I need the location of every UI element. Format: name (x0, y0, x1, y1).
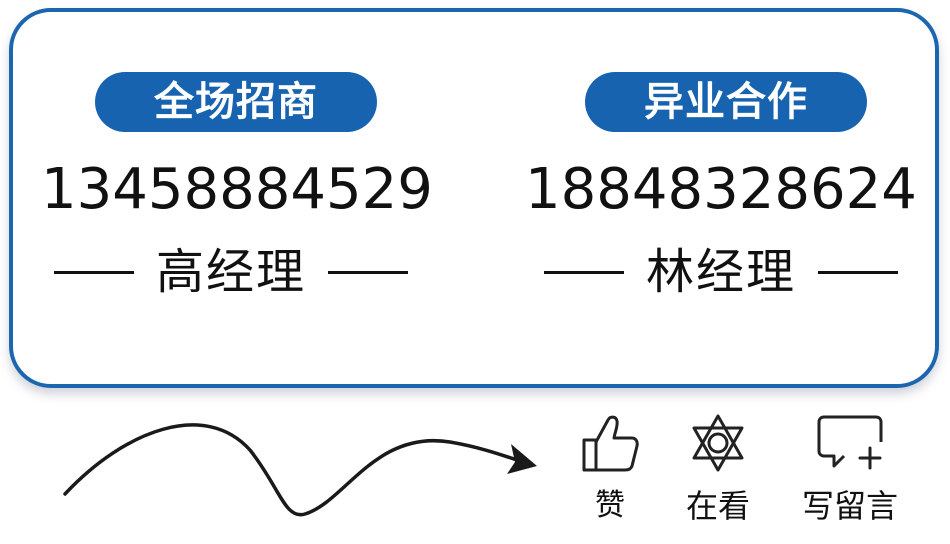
like-button[interactable]: 赞 (550, 412, 670, 526)
contact-title-badge: 全场招商 (95, 72, 377, 132)
divider-left (543, 270, 624, 274)
curved-arrow-icon (63, 423, 537, 517)
like-label: 赞 (595, 488, 625, 523)
contact-title-badge: 异业合作 (585, 72, 867, 132)
contact-card: 全场招商 13458884529 高经理 异业合作 18848328624 林经… (9, 8, 939, 388)
star-of-david-icon (692, 414, 744, 472)
contact-name: 高经理 (155, 244, 306, 300)
comment-label: 写留言 (801, 487, 898, 525)
contact-phone[interactable]: 18848328624 (525, 157, 917, 222)
contact-block-partner: 异业合作 18848328624 林经理 (525, 12, 931, 384)
contact-block-merchant: 全场招商 13458884529 高经理 (41, 12, 441, 384)
thumbs-up-icon (582, 415, 639, 472)
comment-button[interactable]: 写留言 (790, 412, 910, 526)
contact-name: 林经理 (645, 244, 796, 300)
contact-phone[interactable]: 13458884529 (41, 157, 433, 222)
divider-right (328, 270, 408, 274)
contact-name-row: 林经理 (531, 244, 911, 300)
comment-plus-icon (817, 415, 883, 470)
view-label: 在看 (685, 487, 750, 525)
divider-left (53, 270, 134, 274)
contact-name-row: 高经理 (41, 244, 421, 300)
view-button[interactable]: 在看 (658, 412, 778, 526)
divider-right (818, 270, 898, 274)
